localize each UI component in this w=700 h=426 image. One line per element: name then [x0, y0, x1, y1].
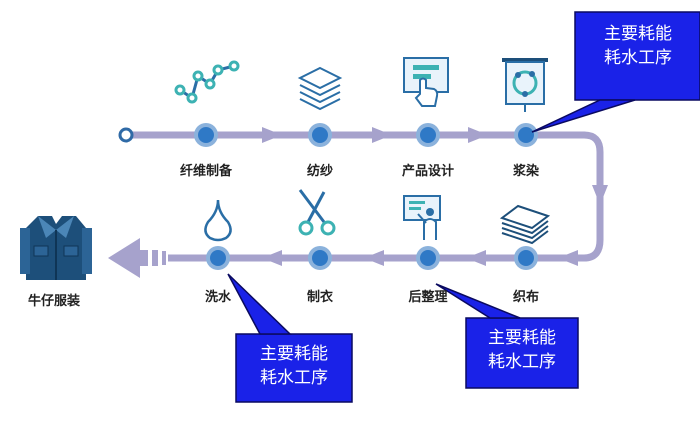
water-drop-icon — [204, 199, 232, 242]
arrow-head — [468, 127, 488, 143]
line-chart-icon — [174, 60, 240, 104]
callout-dyeing — [531, 11, 700, 133]
process-nodes — [194, 123, 538, 270]
stage-label-washing: 洗水 — [204, 290, 232, 305]
process-node-bottom-1 — [420, 250, 436, 266]
stage-label-sizing-dyeing: 浆染 — [512, 164, 540, 179]
presenter-board-icon — [403, 195, 441, 240]
callout-washing — [227, 273, 353, 403]
final-product-label: 牛仔服装 — [27, 294, 81, 309]
touch-screen-icon — [403, 57, 449, 107]
callout-finishing — [435, 283, 579, 389]
process-node-bottom-3 — [210, 250, 226, 266]
final-arrow — [108, 238, 142, 278]
start-node — [118, 127, 134, 143]
callout-text-finishing: 主要耗能 耗水工序 — [488, 328, 556, 372]
arrow-head — [466, 250, 486, 266]
shirt-icon — [20, 216, 92, 280]
stage-label-finishing: 后整理 — [408, 290, 448, 305]
layers-icon — [297, 66, 343, 111]
arrow-head — [592, 185, 608, 205]
arrow-head — [262, 250, 282, 266]
callout-text-dyeing: 主要耗能 耗水工序 — [604, 24, 672, 68]
stacked-sheets-icon — [499, 204, 551, 245]
tail-segment — [152, 250, 158, 266]
arrow-head — [364, 250, 384, 266]
process-node-top-1 — [312, 127, 328, 143]
callout-text-washing: 主要耗能 耗水工序 — [260, 344, 328, 388]
arrow-head — [262, 127, 282, 143]
tail-segment — [162, 251, 166, 265]
stage-label-weaving: 织布 — [512, 290, 540, 305]
process-node-top-2 — [420, 127, 436, 143]
stage-label-product-design: 产品设计 — [401, 164, 455, 179]
stage-label-garment-making: 制衣 — [306, 290, 334, 305]
arrow-head — [558, 250, 578, 266]
process-node-bottom-2 — [312, 250, 328, 266]
presentation-board-icon — [502, 58, 548, 112]
stage-label-fiber-prep: 纤维制备 — [179, 164, 233, 179]
process-node-bottom-0 — [518, 250, 534, 266]
stage-label-spinning: 纺纱 — [306, 164, 334, 179]
scissors-icon — [298, 189, 336, 236]
process-node-top-3 — [518, 127, 534, 143]
process-node-top-0 — [198, 127, 214, 143]
tail-segment — [142, 250, 148, 266]
arrow-head — [372, 127, 392, 143]
